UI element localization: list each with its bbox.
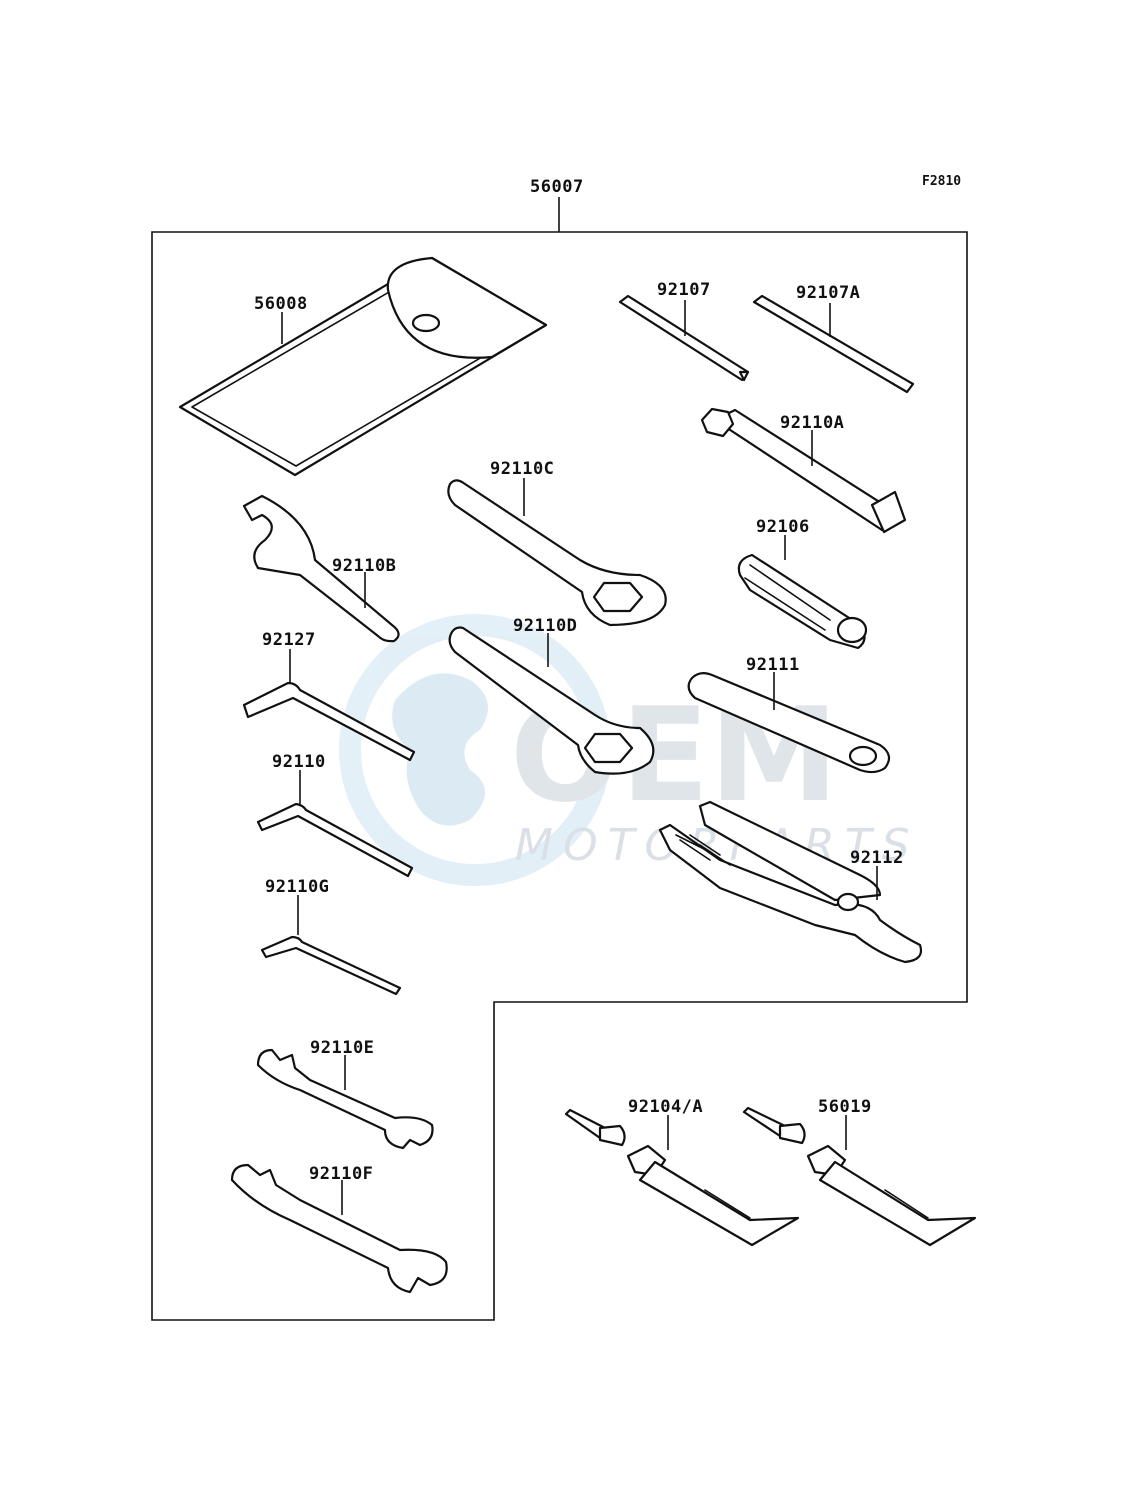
label-tube-a: 92104/A bbox=[628, 1097, 703, 1117]
label-driver-b: 92107A bbox=[796, 283, 860, 303]
label-ring-wrench-d: 92110D bbox=[513, 616, 577, 636]
diagram-code: F2810 bbox=[922, 174, 961, 189]
label-handle: 92111 bbox=[746, 655, 800, 675]
open-wrench-e bbox=[256, 1048, 434, 1150]
label-tube-b: 56019 bbox=[818, 1097, 872, 1117]
hex-key-large bbox=[242, 681, 416, 762]
label-hex-key-mid: 92110 bbox=[272, 752, 326, 772]
box-wrench-a bbox=[700, 407, 907, 534]
label-socket: 92106 bbox=[756, 517, 810, 537]
pliers bbox=[658, 800, 923, 964]
label-hex-key-large: 92127 bbox=[262, 630, 316, 650]
label-open-wrench-e: 92110E bbox=[310, 1038, 374, 1058]
tube-a bbox=[564, 1108, 800, 1247]
label-driver-a: 92107 bbox=[657, 280, 711, 300]
label-bag: 56008 bbox=[254, 294, 308, 314]
tube-b bbox=[742, 1106, 977, 1247]
hook-wrench bbox=[242, 494, 400, 643]
label-open-wrench-f: 92110F bbox=[309, 1164, 373, 1184]
hex-key-mid bbox=[256, 802, 414, 878]
tool-bag bbox=[178, 256, 548, 477]
label-ring-wrench-c: 92110C bbox=[490, 459, 554, 479]
label-box-wrench-a: 92110A bbox=[780, 413, 844, 433]
hex-key-small bbox=[260, 935, 402, 996]
socket bbox=[737, 553, 868, 650]
driver-bit-b bbox=[752, 294, 915, 394]
label-pliers: 92112 bbox=[850, 848, 904, 868]
ring-wrench-c bbox=[447, 479, 667, 627]
label-kit: 56007 bbox=[530, 177, 584, 197]
handle bbox=[687, 671, 891, 774]
kit-frame bbox=[151, 231, 968, 1321]
open-wrench-f bbox=[230, 1163, 448, 1294]
driver-bit-a bbox=[618, 294, 750, 382]
label-hex-key-small: 92110G bbox=[265, 877, 329, 897]
ring-wrench-d bbox=[448, 626, 655, 775]
label-hook-wrench: 92110B bbox=[332, 556, 396, 576]
